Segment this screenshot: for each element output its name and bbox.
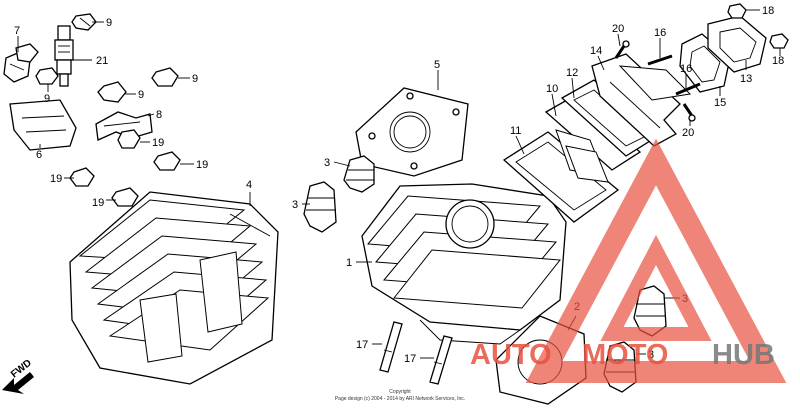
- nut-3-left: [303, 181, 337, 233]
- callout-17: 17: [404, 353, 416, 365]
- callout-15: 15: [714, 97, 726, 109]
- bolt-16-b: [675, 82, 701, 96]
- nut-18-a: [727, 3, 747, 19]
- fwd-arrow: [2, 372, 34, 394]
- stud-17-left: [379, 321, 403, 373]
- callout-3: 3: [292, 199, 298, 211]
- bolt-20-b: [682, 103, 696, 122]
- nut-9-left: [35, 67, 59, 85]
- callout-8: 8: [156, 109, 162, 121]
- callout-21: 21: [96, 55, 108, 67]
- intake-gasket-11: [502, 131, 620, 223]
- callout-16: 16: [654, 27, 666, 39]
- callout-9: 9: [192, 73, 198, 85]
- nut-3-upper: [343, 155, 375, 193]
- watermark-word-auto: AUTO: [470, 339, 552, 371]
- callout-19: 19: [92, 197, 104, 209]
- copyright-line-1: Copyright: [389, 389, 411, 395]
- callout-18: 18: [762, 5, 774, 17]
- callout-3: 3: [324, 157, 330, 169]
- watermark-triangle-inner: [600, 234, 712, 341]
- callout-20: 20: [682, 127, 694, 139]
- callout-12: 12: [566, 67, 578, 79]
- leader-lines: [17, 9, 781, 359]
- nut-19-b: [153, 151, 181, 171]
- callout-13: 13: [740, 73, 752, 85]
- callout-labels: 1 2 3 3 3 3 4 5 6 7 8 9 9 9 9 10 11 12 1…: [14, 5, 784, 365]
- watermark-word-hub: HUB: [712, 339, 775, 371]
- cap-nut-9-top: [71, 13, 97, 31]
- watermark-triangle: [525, 138, 787, 383]
- callout-19: 19: [196, 159, 208, 171]
- callout-16: 16: [680, 63, 692, 75]
- callout-9: 9: [44, 93, 50, 105]
- callout-17: 17: [356, 339, 368, 351]
- cylinder-head: [69, 191, 279, 385]
- watermark-text: AUTO MOTO HUB: [470, 339, 775, 371]
- callout-3: 3: [648, 349, 654, 361]
- nut-19-c: [69, 167, 95, 187]
- plug-cap-set: [3, 43, 39, 83]
- callout-7: 7: [14, 25, 20, 37]
- nut-3-right-upper: [633, 285, 667, 337]
- cap-nut-9-middle: [151, 67, 179, 87]
- nut-18-b: [769, 33, 789, 49]
- cylinder: [361, 183, 567, 345]
- copyright-line-2: Page design (c) 2004 - 2014 by ARI Netwo…: [335, 396, 465, 402]
- callout-14: 14: [590, 45, 602, 57]
- watermark-word-moto: MOTO: [582, 339, 668, 371]
- callout-18: 18: [772, 55, 784, 67]
- callout-20: 20: [612, 23, 624, 35]
- callout-1: 1: [346, 257, 352, 269]
- callout-9: 9: [106, 17, 112, 29]
- spark-plug: [54, 25, 74, 87]
- callout-19: 19: [152, 137, 164, 149]
- bracket-8: [95, 111, 153, 141]
- callout-9: 9: [138, 89, 144, 101]
- intake-manifold-14: [591, 53, 692, 147]
- callout-5: 5: [434, 59, 440, 71]
- callout-19: 19: [50, 173, 62, 185]
- stud-17-right: [429, 335, 453, 385]
- callout-4: 4: [246, 179, 252, 191]
- reed-valve-10: [544, 95, 642, 183]
- nut-9-lower: [97, 81, 127, 103]
- callout-10: 10: [546, 83, 558, 95]
- nut-19-a: [117, 129, 141, 149]
- bolt-16-a: [647, 54, 673, 66]
- insulator-6: [9, 99, 77, 151]
- bolt-20-a: [614, 40, 630, 59]
- nut-19-d: [111, 187, 139, 207]
- callout-6: 6: [36, 149, 42, 161]
- watermark-logo: [525, 138, 787, 383]
- callout-11: 11: [510, 125, 521, 137]
